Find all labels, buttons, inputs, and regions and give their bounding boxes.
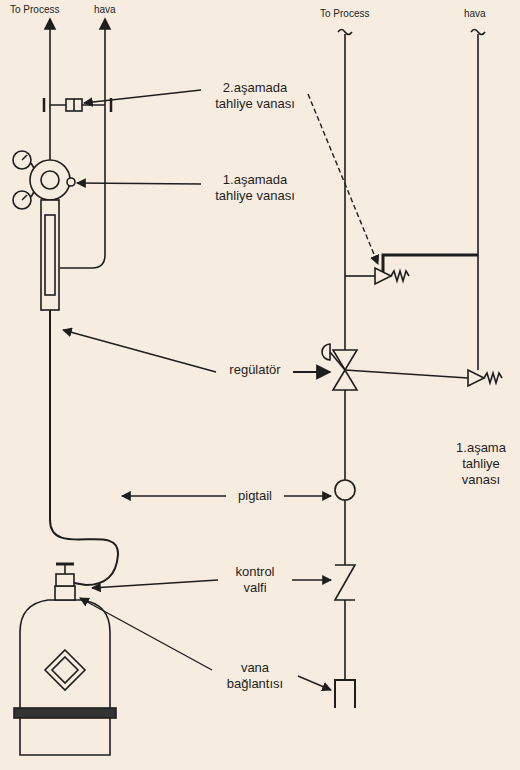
regulator-body — [30, 160, 70, 200]
cylinder-neck — [55, 586, 75, 600]
part-label: 2.aşamada tahliye vanası — [205, 80, 305, 112]
relief-valve-2 — [73, 99, 75, 111]
hava-line — [477, 34, 479, 370]
gauge — [13, 151, 31, 169]
pigtail-hose — [50, 310, 118, 585]
hazard-diamond — [52, 657, 78, 683]
leader-line — [122, 495, 226, 496]
leader-line — [308, 94, 378, 264]
process-line — [344, 34, 346, 350]
cylinder-band — [14, 708, 116, 718]
spring — [391, 271, 409, 281]
regulator-barrel — [45, 215, 55, 295]
spring — [484, 373, 502, 383]
regulator-barrel — [41, 200, 59, 310]
leader-line — [298, 676, 331, 690]
schematic — [322, 30, 502, 709]
relief-branch — [345, 370, 468, 378]
leader-line — [80, 598, 212, 670]
relief-valve-1 — [67, 178, 75, 186]
gauge — [13, 191, 31, 209]
pipe-label: To Process — [318, 8, 378, 20]
part-label: 1.aşama tahliye vanası — [450, 440, 512, 488]
part-label: pigtail — [228, 488, 282, 504]
leader-line — [84, 90, 201, 103]
valve-connection-symbol — [335, 680, 355, 708]
pipe-label: hava — [462, 8, 492, 20]
pipe-arrow — [100, 19, 110, 29]
leader-line — [92, 580, 218, 588]
leader-line — [63, 330, 216, 372]
valve-outlet — [74, 583, 86, 585]
leader-lines — [63, 90, 378, 690]
relief-branch — [345, 275, 375, 277]
break-mark — [338, 30, 352, 35]
pipe-label: To Process — [8, 4, 68, 16]
check-valve-symbol — [335, 565, 355, 600]
process-line — [344, 390, 346, 480]
regulator-symbol — [333, 370, 357, 390]
cylinder-valve — [56, 574, 74, 586]
handwheel — [56, 563, 74, 566]
pipe-arrow — [45, 19, 55, 29]
regulator-actuator — [330, 352, 345, 370]
gauge-needle — [22, 195, 27, 200]
process-line — [344, 500, 346, 565]
part-label: 1.aşamada tahliye vanası — [205, 172, 305, 204]
gauge-needle — [22, 155, 27, 160]
left-illustration — [13, 19, 118, 755]
leader-line — [292, 371, 330, 373]
part-label: regülatör — [217, 362, 293, 378]
part-label: kontrol valfi — [222, 564, 288, 596]
pigtail-symbol — [335, 480, 355, 500]
process-pipe — [49, 24, 51, 160]
regulator-body — [41, 171, 59, 189]
break-mark — [471, 30, 485, 35]
process-line — [344, 600, 346, 680]
pipe-label: hava — [92, 4, 122, 16]
hazard-diamond — [45, 650, 85, 690]
hava-pipe — [60, 24, 105, 268]
relief-vent — [383, 255, 478, 272]
gas-cylinder — [20, 600, 110, 755]
leader-line — [292, 579, 331, 580]
leader-line — [77, 183, 201, 184]
relief-valve-symbol — [468, 370, 484, 386]
part-label: vana bağlantısı — [214, 660, 296, 692]
regulator-actuator — [322, 344, 330, 360]
tee — [43, 98, 46, 112]
relief-valve-2 — [66, 99, 82, 111]
leader-line — [284, 495, 331, 496]
